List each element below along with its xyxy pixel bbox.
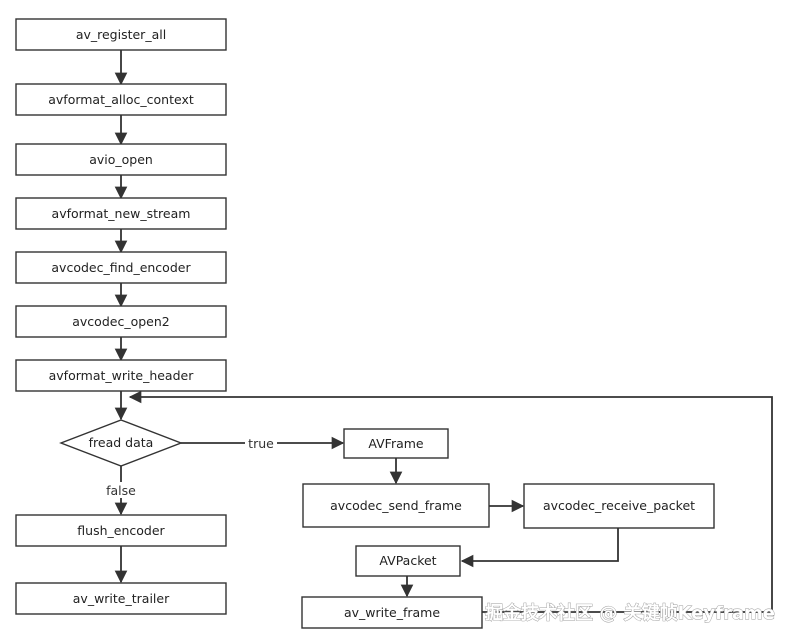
node-avcodec-send-frame: avcodec_send_frame: [302, 483, 490, 528]
edge-label-true: true: [248, 436, 274, 451]
node-av-write-frame: av_write_frame: [301, 596, 483, 629]
node-label: av_write_trailer: [73, 591, 170, 606]
node-label: AVFrame: [368, 436, 424, 451]
node-av-write-trailer: av_write_trailer: [15, 582, 227, 615]
node-label: AVPacket: [379, 553, 436, 568]
node-label: avcodec_open2: [72, 314, 169, 329]
node-label: avformat_alloc_context: [48, 92, 194, 107]
edge-receive-avpacket: [460, 528, 619, 568]
edge-label-false: false: [106, 483, 136, 498]
node-avcodec-receive-packet: avcodec_receive_packet: [523, 483, 715, 529]
node-flush-encoder: flush_encoder: [15, 514, 227, 547]
node-label: av_register_all: [76, 27, 166, 42]
node-avformat-write-header: avformat_write_header: [15, 359, 227, 392]
node-avio-open: avio_open: [15, 143, 227, 176]
node-label: avcodec_send_frame: [330, 498, 462, 513]
node-avcodec-find-encoder: avcodec_find_encoder: [15, 251, 227, 284]
node-label: avformat_write_header: [49, 368, 195, 383]
node-avcodec-open2: avcodec_open2: [15, 305, 227, 338]
node-label: flush_encoder: [77, 523, 165, 538]
node-av-register-all: av_register_all: [15, 18, 227, 51]
node-avpacket: AVPacket: [355, 545, 461, 577]
node-label: avformat_new_stream: [52, 206, 191, 221]
watermark-text: 掘金技术社区 @ 关键帧Keyframe: [485, 602, 775, 624]
node-label: fread data: [89, 435, 154, 450]
node-avformat-alloc-context: avformat_alloc_context: [15, 83, 227, 116]
node-label: avcodec_receive_packet: [543, 498, 695, 513]
node-label: avcodec_find_encoder: [51, 260, 191, 275]
node-fread-data-decision: fread data: [59, 419, 183, 467]
node-avframe: AVFrame: [343, 428, 449, 459]
node-label: av_write_frame: [344, 605, 440, 620]
node-avformat-new-stream: avformat_new_stream: [15, 197, 227, 230]
node-label: avio_open: [89, 152, 153, 167]
edge-loop-back: [128, 390, 773, 613]
